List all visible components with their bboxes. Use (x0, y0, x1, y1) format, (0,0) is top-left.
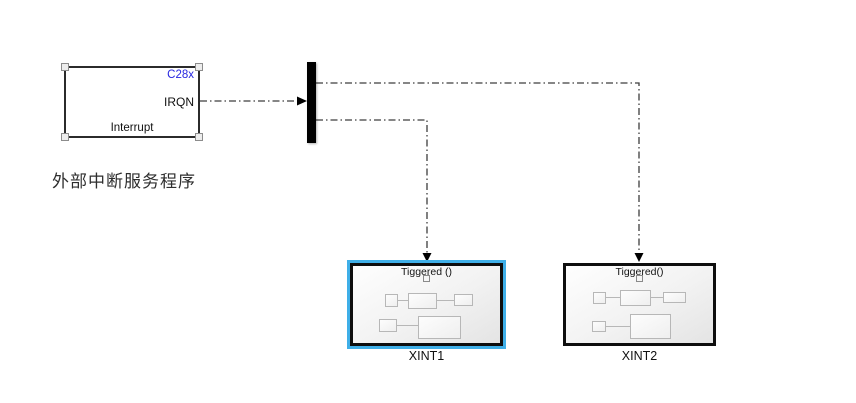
chip-type-label: C28x (167, 69, 194, 81)
thumbnail-block (620, 290, 651, 306)
irqn-output-port-label: IRQN (164, 95, 194, 109)
selection-handle[interactable] (195, 63, 203, 71)
arrowhead-xint1 (422, 253, 432, 262)
block-caption-annotation[interactable]: 外部中断服务程序 (52, 172, 196, 191)
thumbnail-wire (398, 300, 408, 301)
interrupt-block-label: Interrupt (110, 122, 154, 134)
thumbnail-block (379, 319, 397, 332)
thumbnail-wire (397, 325, 418, 326)
thumbnail-block (418, 316, 461, 339)
thumbnail-block (593, 292, 606, 304)
interrupt-block[interactable]: C28x IRQN Interrupt (61, 63, 203, 141)
arrowhead-into-junction (297, 96, 307, 106)
wire-junction-to-xint2[interactable] (316, 82, 640, 254)
junction-bar[interactable] (307, 62, 316, 143)
selection-handle[interactable] (61, 133, 69, 141)
wire-junction-to-xint1[interactable] (316, 119, 428, 254)
selection-handle[interactable] (195, 133, 203, 141)
thumbnail-block (592, 321, 606, 332)
thumbnail-wire (437, 300, 454, 301)
trigger-port-icon (636, 275, 643, 282)
subsystem-xint2-label: XINT2 (621, 349, 658, 363)
thumbnail-block (408, 293, 437, 309)
subsystem-xint1-label: XINT1 (408, 349, 445, 363)
thumbnail-block (663, 292, 686, 303)
trigger-label: Tiggered () (401, 266, 452, 278)
subsystem-xint2[interactable]: Tiggered() (563, 263, 716, 346)
trigger-port-icon (423, 275, 430, 282)
thumbnail-wire (651, 297, 663, 298)
trigger-label: Tiggered() (615, 266, 664, 278)
thumbnail-wire (606, 326, 630, 327)
arrowhead-xint2 (634, 253, 644, 262)
thumbnail-block (630, 314, 671, 339)
thumbnail-block (385, 294, 398, 307)
selection-handle[interactable] (61, 63, 69, 71)
thumbnail-block (454, 294, 473, 306)
subsystem-xint1[interactable]: Tiggered () (350, 263, 503, 346)
thumbnail-wire (606, 297, 620, 298)
